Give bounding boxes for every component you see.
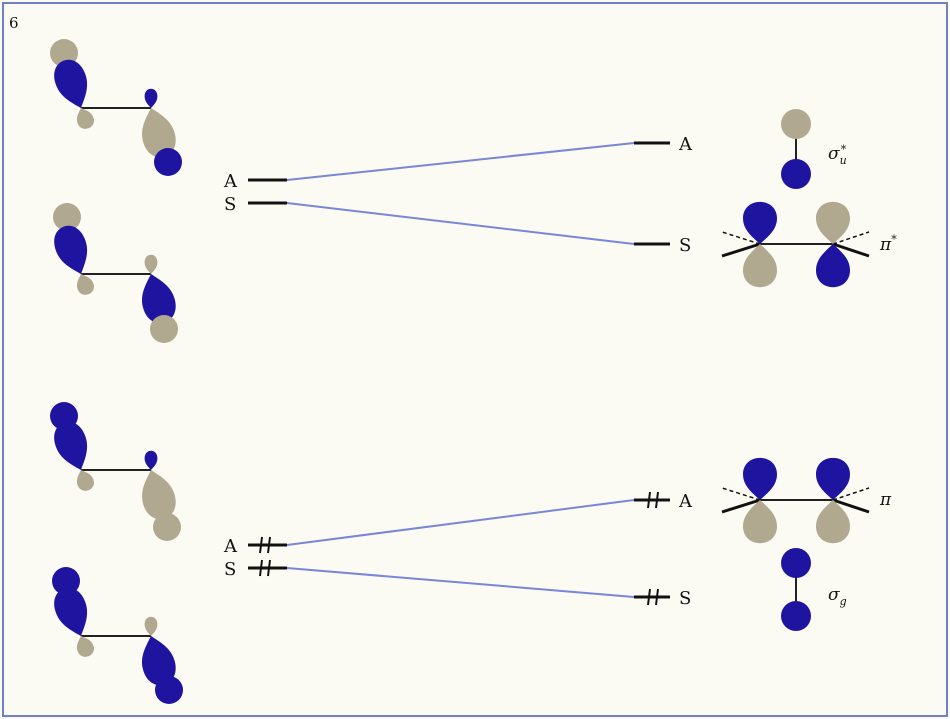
orbital-sphere-light	[153, 513, 181, 541]
orbital-lobe-dark	[144, 450, 158, 470]
right-levels: A S A S	[634, 134, 693, 609]
orbital-lobe-light	[73, 105, 97, 132]
orbital-lobe-dark	[816, 244, 850, 288]
correlation-line-upper-a	[286, 142, 635, 181]
left-molecule-upper-a	[49, 39, 182, 176]
orbital-picture-pi-star	[721, 201, 870, 288]
orbital-label-pi-star: π*	[879, 233, 897, 255]
symmetry-label-left-upper-s: S	[224, 194, 236, 215]
correlation-lines	[286, 142, 635, 598]
orbital-label-sigma-u-star: σu*	[828, 143, 847, 167]
symmetry-label-right-lower-s: S	[679, 588, 691, 609]
orbital-picture-sigma-g	[781, 548, 811, 631]
orbital-picture-sigma-u-star	[781, 109, 811, 189]
symmetry-label-left-lower-a: A	[223, 536, 238, 557]
left-levels: A S A S	[223, 171, 287, 580]
electron-pair-left-lower-s	[259, 559, 271, 577]
orbital-lobe-light	[743, 500, 777, 544]
orbital-lobe-dark	[49, 583, 96, 642]
figure-number: 6	[9, 14, 19, 32]
correlation-line-upper-s	[286, 202, 635, 245]
orbital-sphere-light	[150, 315, 178, 343]
orbital-sphere-light	[53, 203, 81, 231]
correlation-line-lower-a	[286, 499, 635, 546]
electron-pair-right-lower-a	[647, 491, 659, 509]
orbital-sphere-light	[781, 109, 811, 139]
orbital-picture-pi	[721, 457, 870, 544]
symmetry-label-left-upper-a: A	[223, 171, 238, 192]
left-molecule-lower-a	[49, 402, 181, 541]
orbital-lobe-light	[73, 633, 97, 660]
orbital-lobe-light	[144, 254, 158, 274]
orbital-lobe-dark	[743, 201, 777, 244]
orbital-lobe-light	[816, 500, 850, 544]
orbital-label-sigma-g: σg	[828, 585, 847, 608]
orbital-sphere-dark	[781, 601, 811, 631]
symmetry-label-left-lower-s: S	[224, 559, 236, 580]
electron-pair-right-lower-s	[647, 588, 659, 606]
orbital-lobe-dark	[49, 221, 96, 280]
orbital-lobe-light	[73, 271, 97, 298]
orbital-lobe-light	[135, 465, 180, 523]
orbital-label-pi: π	[879, 490, 892, 510]
orbital-lobe-dark	[743, 457, 777, 500]
orbital-lobe-light	[816, 201, 850, 244]
electron-pair-left-lower-a	[259, 536, 271, 554]
orbital-lobe-light	[73, 467, 97, 494]
left-molecule-upper-s	[49, 203, 180, 343]
symmetry-label-right-upper-a: A	[678, 134, 693, 155]
orbital-sphere-dark	[154, 148, 182, 176]
correlation-line-lower-s	[286, 567, 635, 598]
symmetry-label-right-lower-a: A	[678, 491, 693, 512]
orbital-lobe-light	[144, 616, 158, 636]
orbital-lobe-dark	[816, 457, 850, 500]
orbital-sphere-dark	[781, 548, 811, 578]
orbital-sphere-dark	[155, 676, 183, 704]
orbital-lobe-dark	[144, 88, 158, 108]
orbital-lobe-light	[743, 244, 777, 288]
orbital-sphere-dark	[781, 159, 811, 189]
orbital-sphere-dark	[52, 567, 80, 595]
left-molecule-lower-s	[49, 567, 183, 704]
symmetry-label-right-upper-s: S	[679, 235, 691, 256]
